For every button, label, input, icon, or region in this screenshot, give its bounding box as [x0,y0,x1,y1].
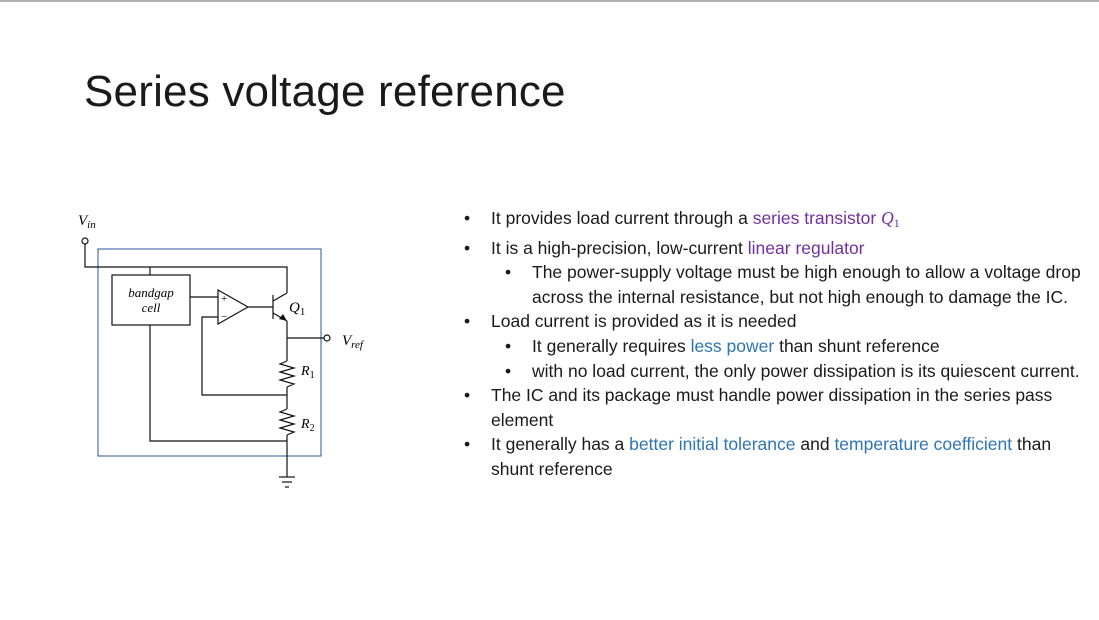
top-border-line [0,0,1099,2]
bullet-2-1: • The power-supply voltage must be high … [462,260,1082,309]
bandgap-cell-box [111,274,191,326]
bullet-4: • The IC and its package must handle pow… [462,383,1082,432]
bullet-3-2: • with no load current, the only power d… [462,359,1082,384]
vref-terminal [323,334,331,342]
q1-label: Q1 [289,300,305,318]
bullet-2-highlight: linear regulator [747,237,865,258]
bullet-5: • It generally has a better initial tole… [462,432,1082,481]
bullet-list: • It provides load current through a ser… [462,206,1082,482]
bullet-dot: • [464,385,471,406]
bullet-3-1: • It generally requires less power than … [462,334,1082,359]
bullet-dot: • [464,311,471,332]
vref-label: Vref [342,333,365,351]
bullet-dot: • [464,237,471,258]
bullet-2-text: It is a high-precision, low-current [491,237,748,258]
vin-terminal [81,237,89,245]
transistor-arrow [279,314,287,321]
op-amp-plus: + [221,293,227,305]
slide-title: Series voltage reference [84,67,566,116]
r1-label: R1 [300,364,315,381]
bullet-dot: • [464,434,471,455]
bullet-3-1-post: than shunt reference [774,335,940,356]
circuit-svg: Vin [78,213,365,488]
bullet-5-mid: and [795,434,835,455]
bullet-dot: • [464,208,471,228]
bullet-5-highlight-2: temperature coefficient [834,434,1013,455]
bullet-4-text: The IC and its package must handle power… [491,385,1053,430]
bullet-5-post: than shunt reference [491,434,1052,479]
bullet-1-math: Q1 [881,208,900,230]
bullet-5-pre: It generally has a [491,434,630,455]
bullet-3-text: Load current is provided as it is needed [491,311,797,332]
r2-label: R2 [300,417,315,434]
bullet-2-1-text: The power-supply voltage must be high en… [532,262,1081,307]
bullet-1: • It provides load current through a ser… [462,206,1082,236]
bullet-dot: • [505,335,512,356]
bullet-dot: • [505,360,512,381]
bullet-1-highlight: series transistor [752,208,882,228]
op-amp [217,288,250,326]
vin-label: Vin [78,213,96,231]
bullet-dot: • [505,262,512,283]
bullet-3-2-text: with no load current, the only power dis… [532,360,1080,381]
op-amp-minus: − [221,311,227,323]
circuit-diagram: Vin [70,205,390,505]
bandgap-label: bandgap [128,285,174,300]
bullet-1-text: It provides load current through a [491,208,753,228]
cell-label: cell [142,300,161,315]
circuit-wires [84,244,324,488]
bullet-2: • It is a high-precision, low-current li… [462,236,1082,261]
ic-boundary-box [97,248,322,457]
bullet-3-1-pre: It generally requires [532,335,691,356]
bullet-3: • Load current is provided as it is need… [462,309,1082,334]
bullet-5-highlight-1: better initial tolerance [629,434,796,455]
bullet-3-1-highlight: less power [690,335,775,356]
